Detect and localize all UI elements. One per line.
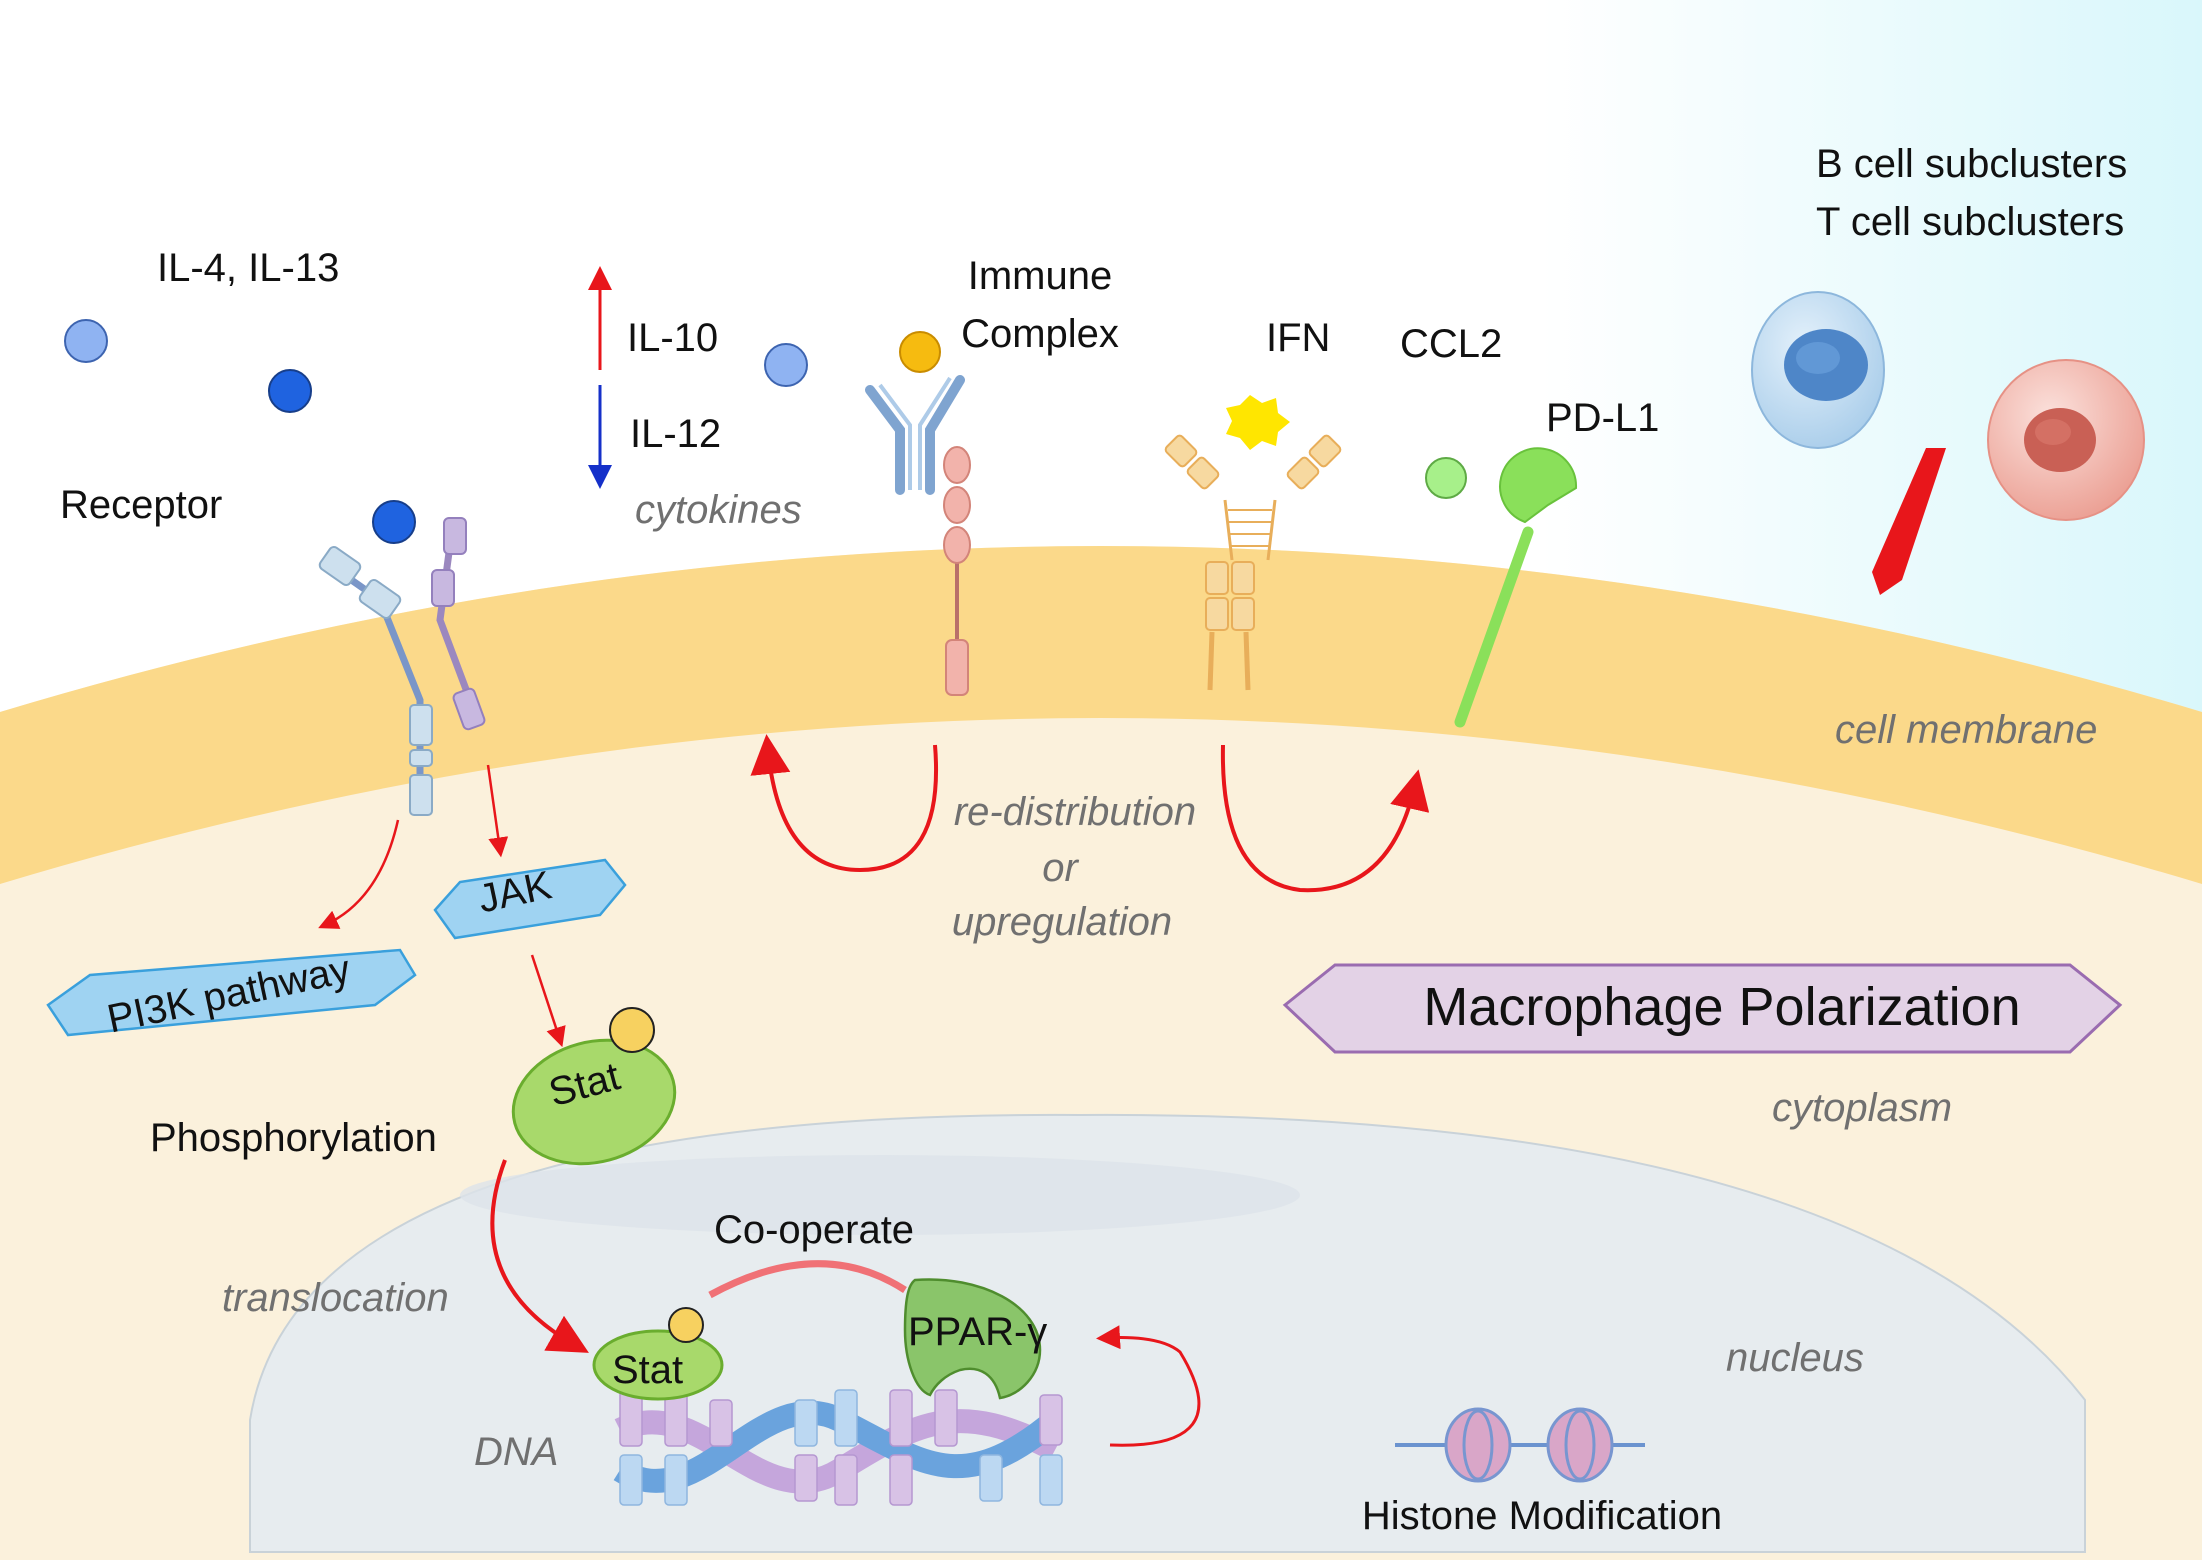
ifn-label: IFN (1266, 316, 1331, 360)
il4-il13-label: IL-4, IL-13 (157, 246, 340, 290)
pdl1-label: PD-L1 (1546, 396, 1660, 440)
dna-label: DNA (474, 1430, 559, 1474)
receptor-label: Receptor (60, 483, 223, 527)
redistribution-label-line3: upregulation (951, 900, 1173, 944)
cell-membrane-band (0, 546, 2202, 884)
histone-modification-label: Histone Modification (1361, 1494, 1723, 1538)
pdl1-icon (1454, 447, 1578, 728)
immune-complex-dot (899, 331, 941, 373)
receptor-to-pi3k-arrow (318, 819, 400, 929)
b-cell-icon (1751, 291, 1885, 449)
stat-cytoplasm-shape (511, 1038, 677, 1166)
cell-membrane-label: cell membrane (1835, 708, 2098, 752)
nucleus-label: nucleus (1726, 1336, 1864, 1380)
phosphorylation-label: Phosphorylation (150, 1116, 437, 1160)
ppar-gamma-shape (903, 1278, 1042, 1400)
translocation-arrow (490, 1159, 589, 1353)
pi3k-pathway-shape (46, 948, 417, 1037)
redistribution-label-line2: or (1042, 846, 1078, 890)
cytoplasm-label: cytoplasm (1772, 1086, 1953, 1130)
immune-complex-label-line2: Complex (961, 312, 1119, 356)
cytokines-label: cytokines (635, 488, 802, 532)
phospho-group-nucleus (668, 1307, 704, 1343)
t-cell-subclusters-label: T cell subclusters (1816, 200, 2125, 244)
jak-to-stat-arrow (530, 954, 566, 1048)
translocation-label: translocation (222, 1276, 449, 1320)
macrophage-polarization-label: Macrophage Polarization (1423, 977, 2021, 1037)
jak-shape (433, 858, 627, 940)
ifn-receptor-icon (1164, 395, 1342, 691)
immune-complex-receptor-icon (865, 375, 971, 696)
cytokine-dot-bound (372, 500, 416, 544)
immune-complex-label-line1: Immune (967, 254, 1113, 298)
b-cell-subclusters-label: B cell subclusters (1816, 142, 2128, 186)
redistribution-right-arrow (1220, 744, 1430, 893)
histone-icon (1395, 1407, 1645, 1483)
phospho-group-cytoplasm (609, 1007, 655, 1053)
cell-to-membrane-arrow (1872, 448, 1946, 595)
il10-dot (764, 343, 808, 387)
ppar-gamma-label: PPAR-γ (908, 1310, 1048, 1354)
stat-nucleus-shape (592, 1329, 724, 1401)
il10-label: IL-10 (627, 316, 719, 360)
ppar-feedback-arrow (1096, 1325, 1201, 1447)
receptor-to-jak-arrow (486, 764, 509, 858)
redistribution-label-line1: re-distribution (953, 790, 1197, 834)
ccl2-label: CCL2 (1400, 322, 1503, 366)
il12-label: IL-12 (630, 412, 722, 456)
nucleus-highlight (460, 1155, 1300, 1235)
macrophage-polarization-banner (1282, 963, 2123, 1054)
receptor-icon (318, 517, 486, 816)
co-operate-label: Co-operate (713, 1208, 915, 1252)
redistribution-left-arrow (750, 734, 938, 873)
ccl2-dot (1425, 457, 1467, 499)
t-cell-icon (1987, 359, 2145, 521)
cytokine-dot-dark (268, 369, 312, 413)
stat-nucleus-label: Stat (612, 1348, 684, 1392)
cytokine-dot-light (64, 319, 108, 363)
co-operate-link (708, 1260, 907, 1299)
